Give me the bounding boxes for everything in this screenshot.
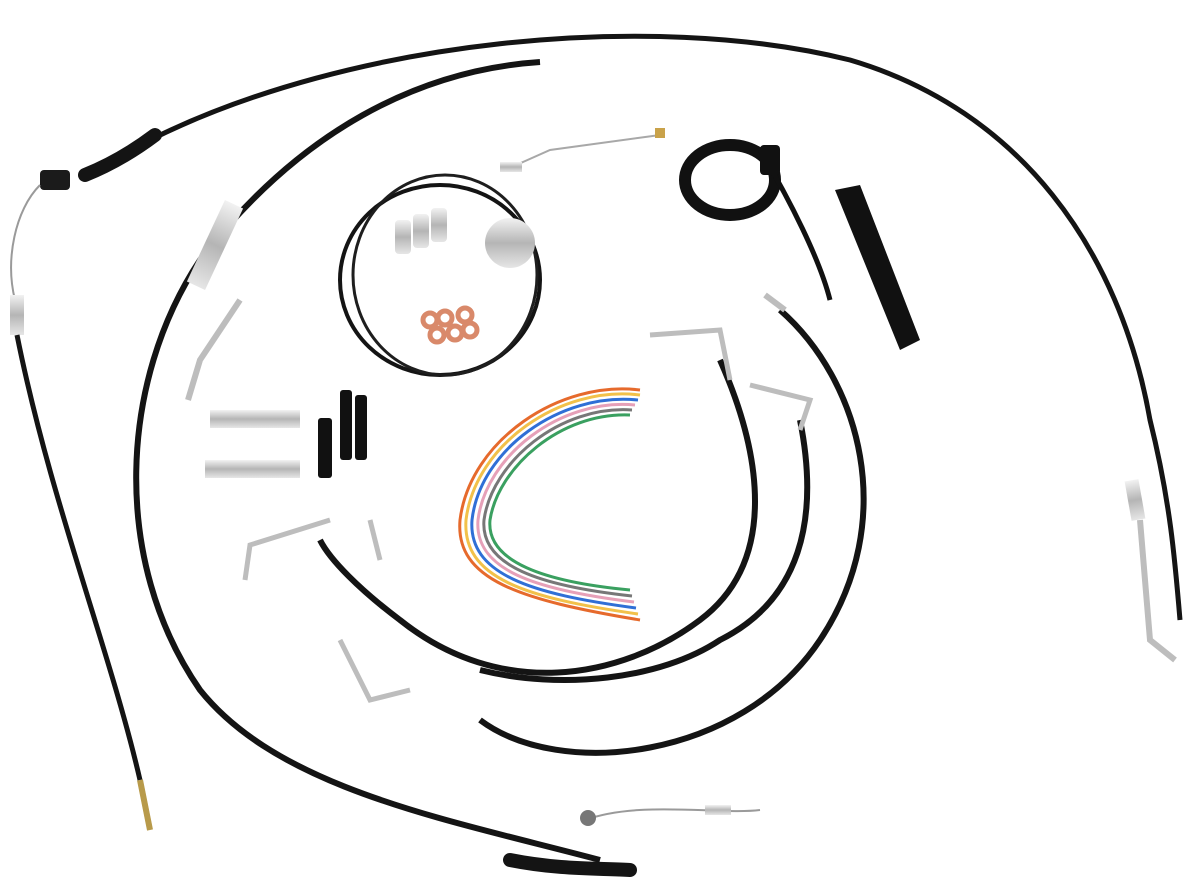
idle-cable <box>133 59 637 877</box>
wire-sleeve <box>679 139 833 301</box>
coiled-cable <box>185 128 665 401</box>
lever-end <box>580 805 761 826</box>
wire-harness <box>458 387 641 622</box>
brake-lines <box>242 292 867 756</box>
chrome-cap <box>485 218 535 268</box>
banjo-bolts <box>395 208 447 254</box>
clutch-cable <box>148 33 1183 663</box>
rubber-boot <box>835 185 920 350</box>
throttle-cable <box>10 128 162 831</box>
terminals <box>205 410 300 478</box>
crush-washers <box>420 305 480 345</box>
heat-shrink <box>318 390 367 478</box>
